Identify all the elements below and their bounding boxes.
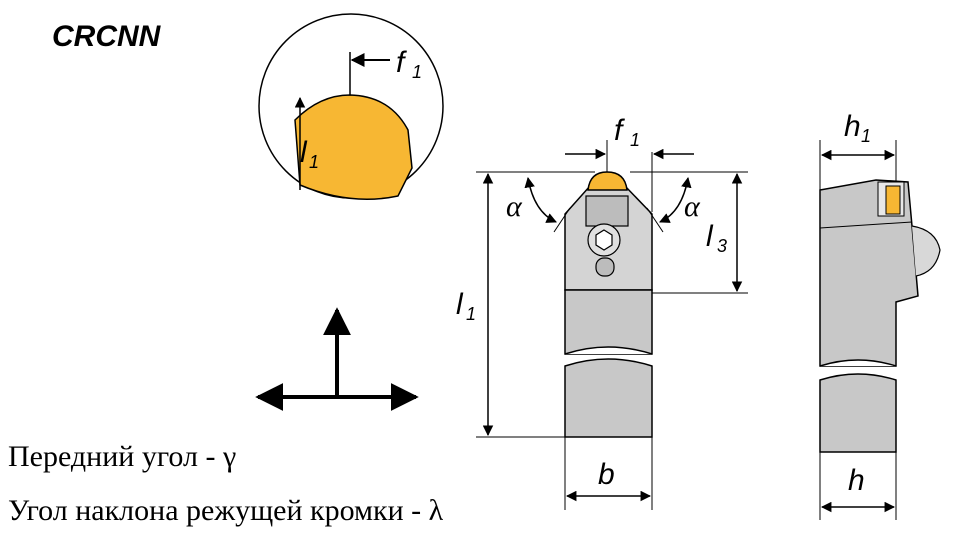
l1-subscript: 1 xyxy=(466,304,476,324)
side-screw-head xyxy=(911,225,941,277)
coordinate-axes xyxy=(255,307,419,411)
hex-socket-icon xyxy=(595,229,613,251)
inclination-angle-caption: Угол наклона режущей кромки - λ xyxy=(8,494,444,527)
alpha-left-guide xyxy=(553,207,571,233)
alpha-right-label: α xyxy=(684,190,701,223)
alpha-left-arc xyxy=(524,176,557,223)
alpha-right-arc xyxy=(659,176,692,223)
rake-angle-caption: Передний угол - γ xyxy=(8,440,237,473)
f1-subscript: 1 xyxy=(412,62,422,82)
title: CRCNN xyxy=(52,20,162,53)
side-insert xyxy=(885,185,901,215)
alpha-left-label: α xyxy=(506,190,523,223)
h1-subscript: 1 xyxy=(861,126,871,146)
clamp-top xyxy=(585,195,629,227)
front-insert xyxy=(587,171,628,191)
holder-shank-lower xyxy=(564,358,653,438)
holder-shank-upper xyxy=(564,289,653,355)
f1-label: f xyxy=(396,46,407,79)
l1-detail-label: l xyxy=(300,136,308,169)
clamp-pin xyxy=(595,257,615,277)
side-head-line xyxy=(819,221,913,229)
h-label: h xyxy=(848,464,865,497)
round-insert xyxy=(294,94,413,200)
front-view: f 1 α α l 1 l 3 b xyxy=(456,114,748,510)
f1-front-subscript: 1 xyxy=(630,130,640,150)
side-holder-lower xyxy=(819,373,897,453)
l1-detail-subscript: 1 xyxy=(309,152,319,172)
h1-label: h xyxy=(844,110,861,143)
insert-detail-view: f 1 l 1 xyxy=(258,13,444,200)
alpha-right-guide xyxy=(646,207,664,233)
b-label: b xyxy=(598,458,615,491)
l3-subscript: 3 xyxy=(717,236,727,256)
l3-label: l xyxy=(706,220,714,253)
side-break-line-upper xyxy=(819,359,897,367)
l1-label: l xyxy=(456,288,464,321)
side-view: h 1 h xyxy=(819,110,941,520)
break-line-upper xyxy=(564,346,653,355)
f1-front-label: f xyxy=(614,114,625,147)
